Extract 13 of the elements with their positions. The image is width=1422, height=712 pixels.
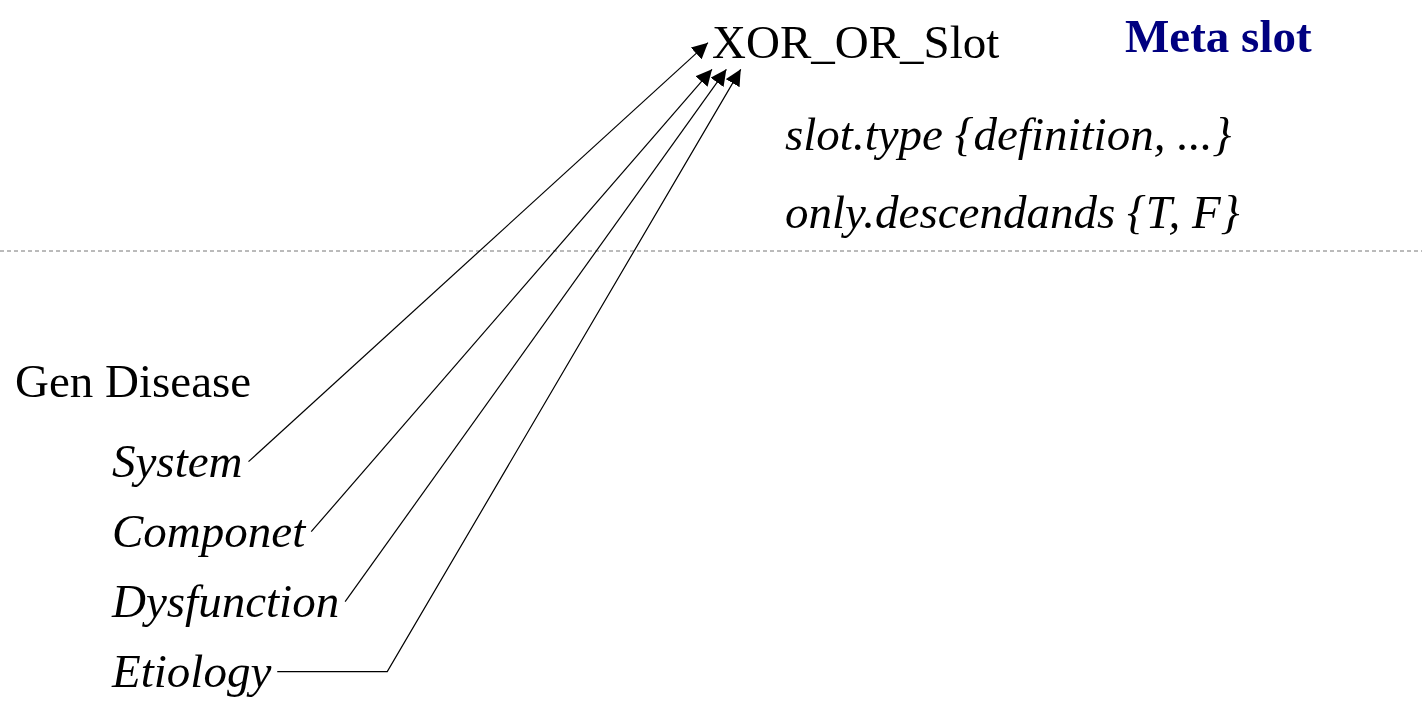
meta-slot-heading: Meta slot <box>1125 12 1312 62</box>
arrow <box>247 42 709 463</box>
arrow <box>310 68 713 533</box>
slot-property: slot.type {definition, ...} <box>785 110 1232 160</box>
frame-name: Gen Disease <box>15 357 252 407</box>
class-name: XOR_OR_Slot <box>712 18 1000 68</box>
slot-name: Dysfunction <box>112 577 340 627</box>
arrow <box>276 68 742 673</box>
slot-name: Componet <box>112 507 306 557</box>
slot-name: Etiology <box>112 647 272 697</box>
slot-name: System <box>112 437 243 487</box>
slot-property: only.descendands {T, F} <box>785 188 1240 238</box>
arrow <box>344 68 727 603</box>
